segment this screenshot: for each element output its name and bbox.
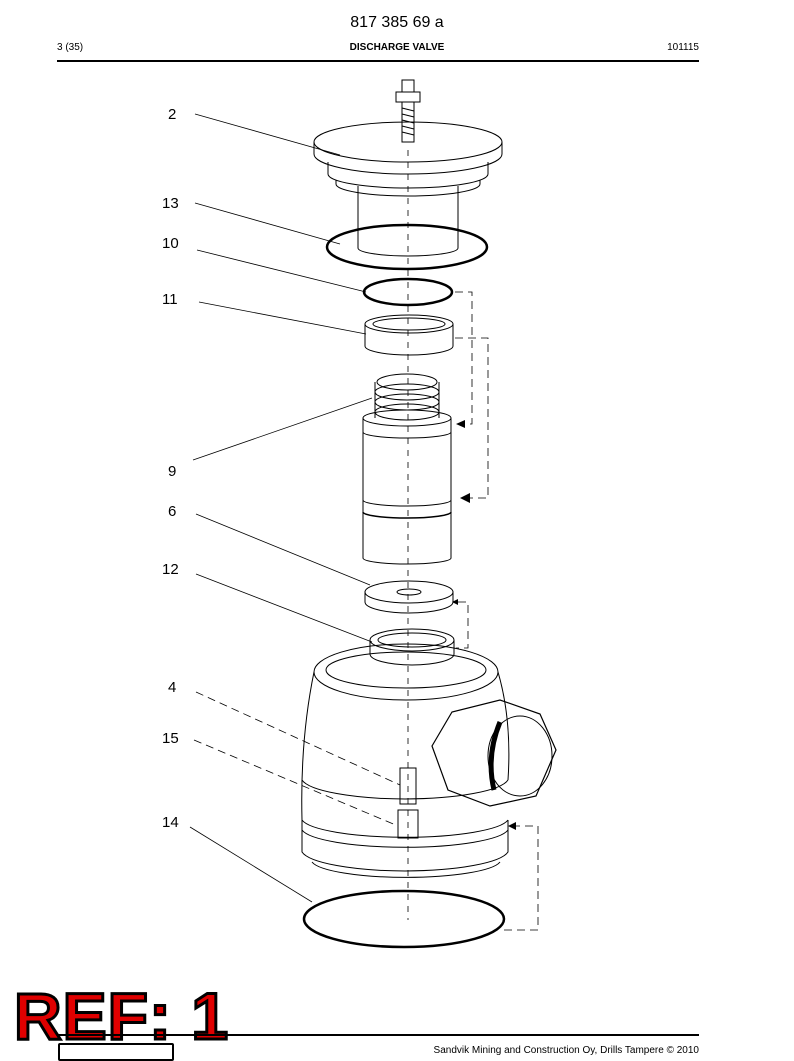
document-number: 817 385 69 a (350, 14, 444, 31)
reference-stamp: REF: 1 (12, 979, 230, 1053)
document-date: 101115 (667, 42, 699, 53)
part-o-ring-large (325, 223, 489, 271)
callout-10: 10 (162, 235, 179, 252)
page-number: 3 (35) (57, 42, 84, 53)
part-o-ring-bottom (302, 889, 506, 949)
document-title: DISCHARGE VALVE (349, 42, 445, 53)
part-ring (364, 314, 454, 356)
leader-lines (189, 113, 401, 903)
callout-4: 4 (168, 679, 177, 696)
footer-rule (57, 1034, 699, 1036)
part-disc (364, 580, 454, 614)
part-o-ring-small (362, 277, 454, 307)
callout-9: 9 (168, 463, 177, 480)
callout-2: 2 (168, 106, 177, 123)
callout-11: 11 (162, 291, 178, 308)
callout-12: 12 (162, 561, 179, 578)
assembly-indicators (455, 291, 539, 931)
callout-14: 14 (162, 814, 179, 831)
callout-13: 13 (162, 195, 179, 212)
part-body (301, 643, 557, 878)
part-seat (369, 628, 455, 666)
part-cartridge (362, 373, 452, 565)
callout-15: 15 (162, 730, 179, 747)
copyright-text: Sandvik Mining and Construction Oy, Dril… (433, 1045, 699, 1056)
header-rule (57, 60, 699, 62)
callout-6: 6 (168, 503, 177, 520)
assembly-arrowheads (452, 420, 516, 830)
part-cover (313, 79, 503, 257)
company-logo (58, 1043, 174, 1061)
